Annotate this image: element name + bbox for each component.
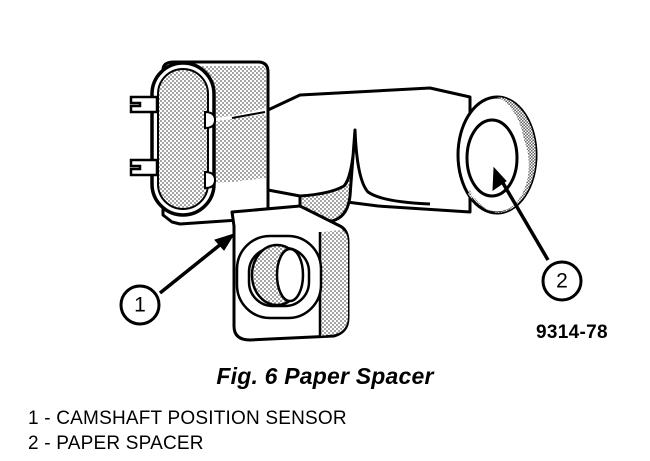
bolt-hole-opening	[275, 247, 305, 303]
connector-face	[150, 61, 217, 217]
callout-1-leader-line	[158, 238, 228, 295]
connector-terminals	[129, 95, 159, 177]
body-arm-gusset	[298, 128, 431, 234]
mounting-flange	[230, 204, 350, 342]
flange-shading	[320, 230, 348, 336]
tube-inner-bore	[465, 118, 519, 198]
gusset-right-edge	[353, 129, 431, 206]
callout-2-number: 2	[556, 270, 568, 293]
callout-2-leader-line	[498, 177, 550, 261]
sensor-assembly-drawing: 1 2	[119, 60, 583, 342]
figure-caption: Fig. 6 Paper Spacer	[216, 363, 434, 389]
callout-2-circle[interactable]	[541, 260, 583, 302]
callout-1: 1	[119, 233, 236, 326]
callout-1-arrowhead	[214, 233, 236, 251]
figure-legend: 1 - CAMSHAFT POSITION SENSOR 2 - PAPER S…	[28, 406, 347, 456]
legend-item-1: 1 - CAMSHAFT POSITION SENSOR	[28, 408, 347, 429]
connector-bump-lower	[204, 170, 217, 190]
arm-outline	[266, 86, 472, 214]
callout-2: 2	[492, 166, 583, 302]
body-fold-line	[231, 111, 266, 119]
connector-bump-upper	[204, 110, 217, 130]
gusset-fin	[298, 128, 357, 234]
terminal-tab-upper	[129, 95, 159, 114]
part-number-label: 9314-78	[536, 322, 608, 343]
sensor-arm	[266, 86, 472, 214]
callout-2-arrowhead	[492, 166, 507, 191]
callout-1-number: 1	[134, 294, 146, 317]
connector-inner-face	[157, 68, 209, 210]
callout-1-circle[interactable]	[119, 284, 161, 326]
paper-spacer-ring	[456, 95, 538, 215]
terminal-tab-lower	[129, 158, 159, 177]
legend-item-2: 2 - PAPER SPACER	[28, 433, 204, 454]
